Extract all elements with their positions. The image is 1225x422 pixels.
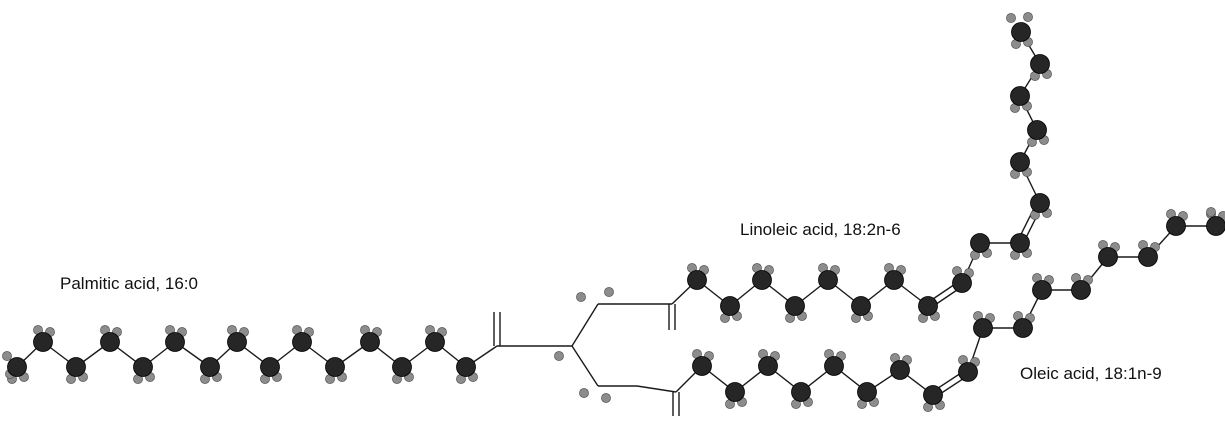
carbon-atom <box>133 357 153 377</box>
carbon-atom <box>785 296 805 316</box>
carbon-atom <box>752 270 772 290</box>
carbon-atom <box>1206 216 1225 236</box>
carbon-atom <box>1011 22 1031 42</box>
carbon-atom <box>851 296 871 316</box>
oleic-acid-label: Oleic acid, 18:1n-9 <box>1020 364 1162 383</box>
palmitic-acid-label: Palmitic acid, 16:0 <box>60 274 198 293</box>
hydrogen-atom <box>579 388 589 398</box>
hydrogen-atom <box>2 351 12 361</box>
carbon-atom <box>818 270 838 290</box>
carbon-atom <box>952 273 972 293</box>
carbon-atom <box>720 296 740 316</box>
carbon-atom <box>260 357 280 377</box>
carbon-atom <box>725 382 745 402</box>
carbon-atom <box>33 332 53 352</box>
glycerol-bond <box>571 303 599 347</box>
carbon-atom <box>200 357 220 377</box>
carbon-atom <box>66 357 86 377</box>
carbon-atom <box>958 362 978 382</box>
carbon-atom <box>165 332 185 352</box>
carbon-atom <box>456 357 476 377</box>
carbon-atom <box>824 356 844 376</box>
hydrogen-atom <box>1206 207 1216 217</box>
hydrogen-atom <box>554 351 564 361</box>
carbon-atom <box>970 233 990 253</box>
carbon-atom <box>791 382 811 402</box>
carbon-atom <box>1098 247 1118 267</box>
carbon-atom <box>227 332 247 352</box>
carbon-atom <box>758 356 778 376</box>
carbon-atom <box>884 270 904 290</box>
carbon-atom <box>1030 193 1050 213</box>
carbon-atom <box>923 385 943 405</box>
carbon-atom <box>1010 86 1030 106</box>
carbon-atom <box>857 382 877 402</box>
carbon-atom <box>1030 54 1050 74</box>
ester-bond <box>636 385 677 393</box>
carbon-atom <box>692 356 712 376</box>
hydrogen-atom <box>1023 12 1033 22</box>
heavy-atom-layer <box>7 22 1225 405</box>
carbon-atom <box>918 296 938 316</box>
carbon-atom <box>1013 318 1033 338</box>
linoleic-acid-label: Linoleic acid, 18:2n-6 <box>740 220 901 239</box>
hydrogen-atom <box>1006 13 1016 23</box>
carbon-atom <box>1010 233 1030 253</box>
carbon-atom <box>1138 247 1158 267</box>
carbon-atom <box>100 332 120 352</box>
carbon-atom <box>973 318 993 338</box>
carbon-atom <box>360 332 380 352</box>
glycerol-bond <box>571 345 599 387</box>
carbon-atom <box>325 357 345 377</box>
carbon-atom <box>7 357 27 377</box>
hydrogen-atom <box>604 287 614 297</box>
carbon-atom <box>392 357 412 377</box>
carbon-atom <box>1010 152 1030 172</box>
carbon-atom <box>1071 280 1091 300</box>
carbon-atom <box>1027 120 1047 140</box>
carbon-atom <box>1166 216 1186 236</box>
carbon-atom <box>1032 280 1052 300</box>
carbon-atom <box>687 270 707 290</box>
carbon-atom <box>425 332 445 352</box>
bonds-layer <box>16 31 1216 416</box>
carbon-atom <box>890 360 910 380</box>
hydrogen-atom <box>601 393 611 403</box>
hydrogen-atom <box>576 292 586 302</box>
carbon-atom <box>292 332 312 352</box>
